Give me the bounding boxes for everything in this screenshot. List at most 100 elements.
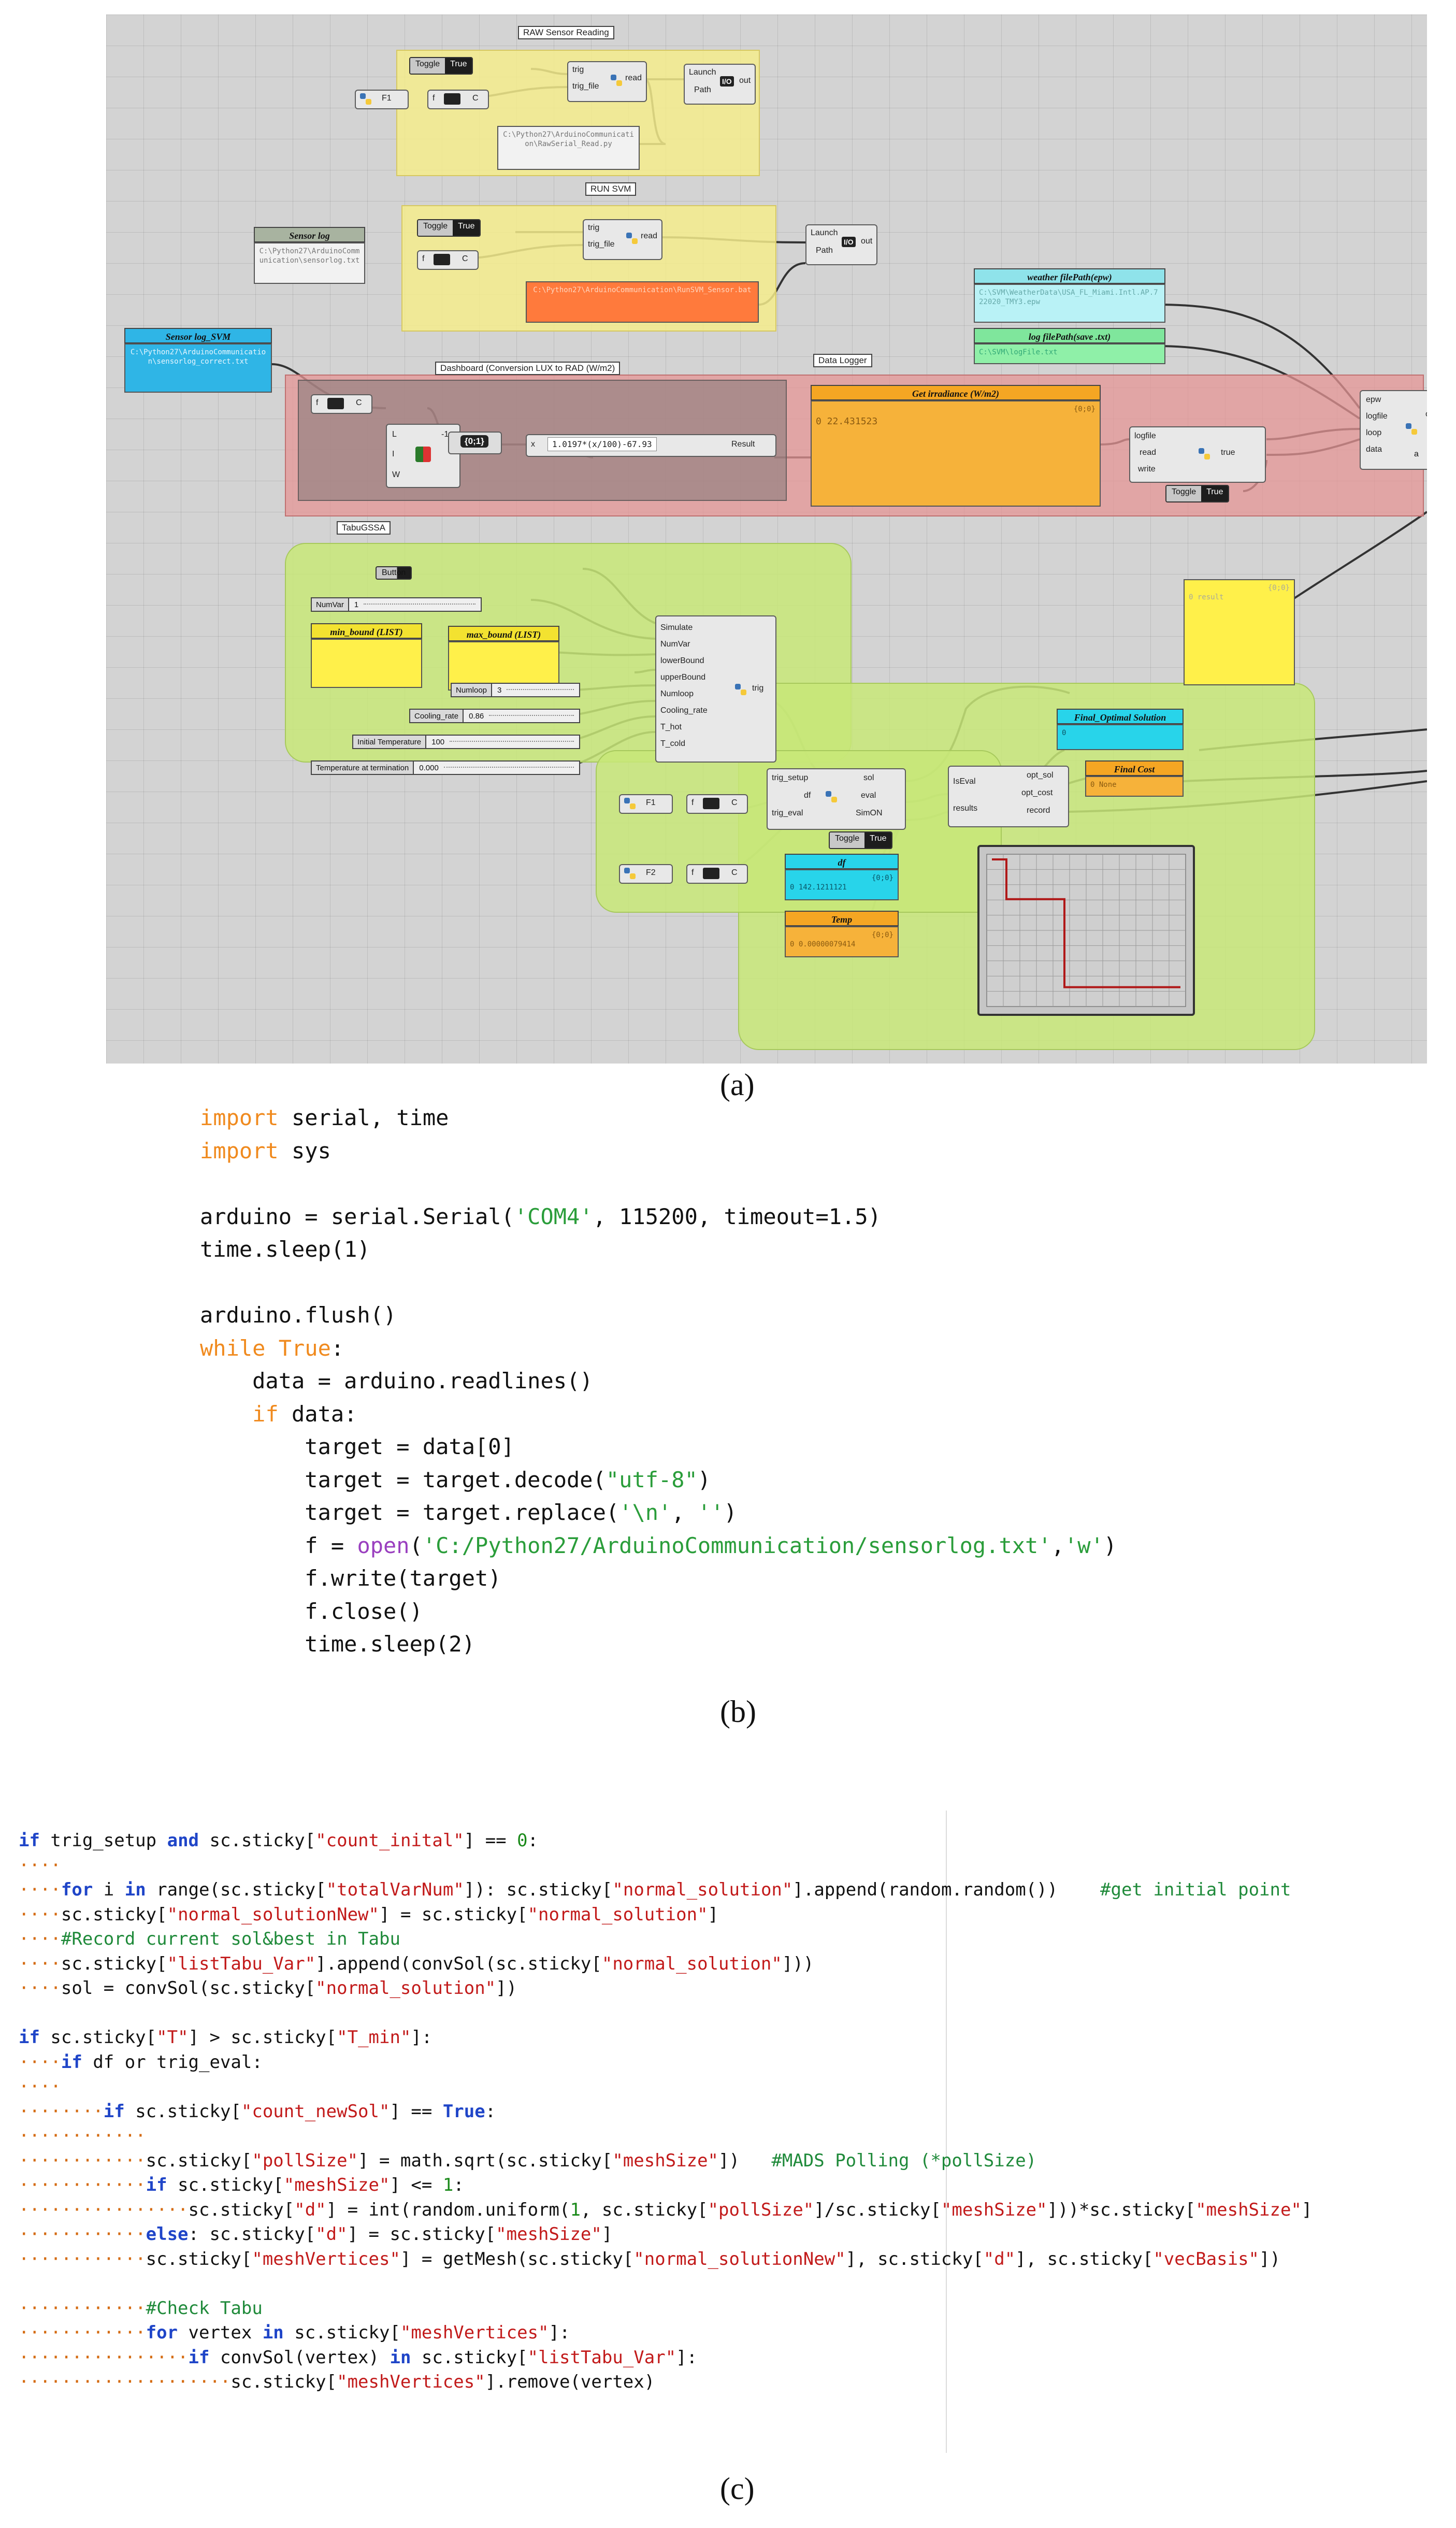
log-path-panel[interactable]: C:\SVM\logFile.txt [974, 343, 1165, 364]
numvar-slider[interactable]: NumVar 1 [311, 597, 482, 612]
code-b-line: if data: [252, 1401, 357, 1427]
code-c-line: ····sc.sticky["normal_solutionNew"] = sc… [19, 1904, 719, 1925]
code-b-line: f.write(target) [200, 1565, 501, 1591]
code-c-line: ············#Check Tabu [19, 2297, 263, 2319]
dash-fc-component[interactable]: f C [311, 394, 372, 414]
tabu-fc1-component[interactable]: f C [686, 794, 748, 814]
epw-python-component[interactable]: epw logfile loop data out [1360, 390, 1427, 470]
code-c-line: ········if sc.sticky["count_newSol"] == … [19, 2101, 496, 2122]
tabu-c-label-2: C [731, 868, 738, 877]
numloop-slider[interactable]: Numloop 3 [451, 683, 580, 697]
code-b-line: data = arduino.readlines() [200, 1368, 593, 1394]
weather-path-panel[interactable]: C:\SVM\WeatherData\USA_FL_Miami.Intl.AP.… [974, 284, 1165, 323]
code-c-line: ····#Record current sol&best in Tabu [19, 1929, 400, 1949]
run-svm-path-panel[interactable]: C:\Python27\ArduinoCommunication\RunSVM_… [526, 281, 759, 323]
raw-toggle[interactable]: Toggle True [409, 57, 473, 75]
tabu-fc2-component[interactable]: f C [686, 864, 748, 884]
code-b-line: arduino = serial.Serial('COM4', 115200, … [200, 1203, 881, 1229]
caption-b: (b) [720, 1694, 756, 1729]
eval-out-eval: eval [861, 791, 876, 800]
grasshopper-canvas[interactable]: RAW Sensor Reading Toggle True F1 f C tr… [106, 15, 1427, 1064]
raw-launch-path: Path [694, 85, 711, 94]
tabu-out-trig: trig [752, 684, 764, 693]
sensor-log-svm-panel[interactable]: C:\Python27\ArduinoCommunication\sensorl… [124, 343, 272, 393]
raw-python-component[interactable]: trig trig_file read [567, 61, 647, 102]
value-tracker-chart [986, 854, 1186, 1007]
svm-python-component[interactable]: trig trig_file read [583, 219, 662, 260]
expression-component[interactable]: x 1.0197*(x/100)-67.93 Result [526, 434, 776, 457]
svm-fc-component[interactable]: f C [417, 250, 479, 270]
eval-in-trig: trig_eval [772, 809, 803, 817]
bracket-component[interactable]: {0;1} [448, 432, 502, 454]
term-temp-slider[interactable]: Temperature at termination 0.000 [311, 760, 580, 775]
sensor-log-svm-title: Sensor log_SVM [124, 328, 272, 343]
res-out-record: record [1027, 806, 1050, 815]
final-opt-panel[interactable]: 0 [1057, 724, 1184, 750]
file-icon [327, 398, 344, 409]
init-temp-slider[interactable]: Initial Temperature 100 [352, 735, 580, 749]
epw-in-loop: loop [1366, 428, 1382, 437]
init-temp-value: 100 [431, 737, 445, 746]
raw-toggle-label: Toggle [410, 58, 445, 74]
min-bound-title: min_bound (LIST) [311, 623, 422, 639]
res-out-opt-sol: opt_sol [1027, 771, 1054, 780]
tabu-toggle[interactable]: Toggle True [829, 831, 893, 849]
expression-text: 1.0197*(x/100)-67.93 [547, 437, 657, 451]
df-value: 0 142.1211121 [790, 883, 847, 892]
code-b-line: target = target.decode("utf-8") [200, 1467, 711, 1492]
raw-launch-component[interactable]: Launch Path I/O out [684, 64, 756, 105]
logger-toggle[interactable]: Toggle True [1165, 485, 1230, 502]
svm-c-label: C [462, 254, 468, 263]
final-opt-title: Final_Optimal Solution [1057, 709, 1184, 724]
tabu-result-component[interactable]: IsEval results opt_sol opt_cost record [948, 766, 1069, 827]
python-icon [1199, 448, 1210, 459]
run-svm-group-title: RUN SVM [585, 182, 637, 196]
irradiance-panel[interactable]: {0;0} 0 22.431523 [811, 400, 1101, 507]
dash-i-port: I [392, 450, 395, 458]
dashboard-title: Dashboard (Conversion LUX to RAD (W/m2) [435, 362, 621, 375]
code-c-line: ············if sc.sticky["meshSize"] <= … [19, 2175, 464, 2195]
top-result-panel[interactable]: {0;0} 0 result [1184, 579, 1295, 685]
raw-f1-param[interactable]: F1 [355, 90, 409, 109]
code-c-line: ················if convSol(vertex) in sc… [19, 2347, 698, 2368]
value-tracker-frame[interactable] [977, 845, 1195, 1016]
dash-w-port: W [392, 470, 400, 479]
file-icon [703, 798, 719, 809]
python-icon [611, 75, 622, 86]
tabu-eval-component[interactable]: trig_setup df trig_eval sol eval SimON [767, 768, 906, 830]
svm-toggle[interactable]: Toggle True [417, 219, 481, 237]
code-c-line: ···· [19, 1855, 61, 1876]
tabu-f1-label: F1 [646, 798, 656, 807]
raw-path-panel[interactable]: C:\Python27\ArduinoCommunication\RawSeri… [497, 126, 640, 170]
raw-py-in-file: trig_file [572, 82, 599, 91]
df-panel[interactable]: {0;0} 0 142.1211121 [785, 869, 899, 900]
logger-in-read: read [1140, 448, 1157, 457]
code-c-line: ···· [19, 2076, 61, 2097]
final-cost-panel[interactable]: 0 None [1085, 776, 1184, 797]
logger-python-component[interactable]: logfile read write true [1129, 426, 1266, 483]
chart-series-line [992, 858, 1180, 988]
epw-out-out: out [1425, 410, 1427, 419]
dash-result: Result [731, 440, 755, 449]
tabu-f1-param[interactable]: F1 [619, 794, 673, 814]
code-b-line: arduino.flush() [200, 1302, 397, 1328]
code-b-line: target = target.replace('\n', '') [200, 1500, 737, 1525]
svm-launch-component[interactable]: Launch Path I/O out [805, 224, 877, 265]
epw-in-data: data [1366, 445, 1382, 454]
tabu-input-port: T_cold [660, 739, 686, 748]
sensor-log-panel[interactable]: C:\Python27\ArduinoCommunication\sensorl… [254, 242, 365, 284]
tabu-input-port: Numloop [660, 690, 694, 698]
min-bound-panel[interactable] [311, 639, 422, 688]
raw-fc-component[interactable]: f C [427, 90, 489, 109]
temp-panel[interactable]: {0;0} 0 0.00000079414 [785, 926, 899, 957]
logger-in-logfile: logfile [1134, 432, 1156, 440]
svm-f-label: f [422, 254, 425, 263]
tabu-button[interactable]: Button [376, 566, 412, 580]
tabu-f2-param[interactable]: F2 [619, 864, 673, 884]
eval-in-df: df [804, 791, 811, 800]
python-icon [624, 798, 636, 809]
max-bound-panel[interactable] [448, 641, 559, 691]
cooling-slider[interactable]: Cooling_rate 0.86 [409, 709, 580, 723]
code-c-line: ····sc.sticky["listTabu_Var"].append(con… [19, 1953, 814, 1974]
